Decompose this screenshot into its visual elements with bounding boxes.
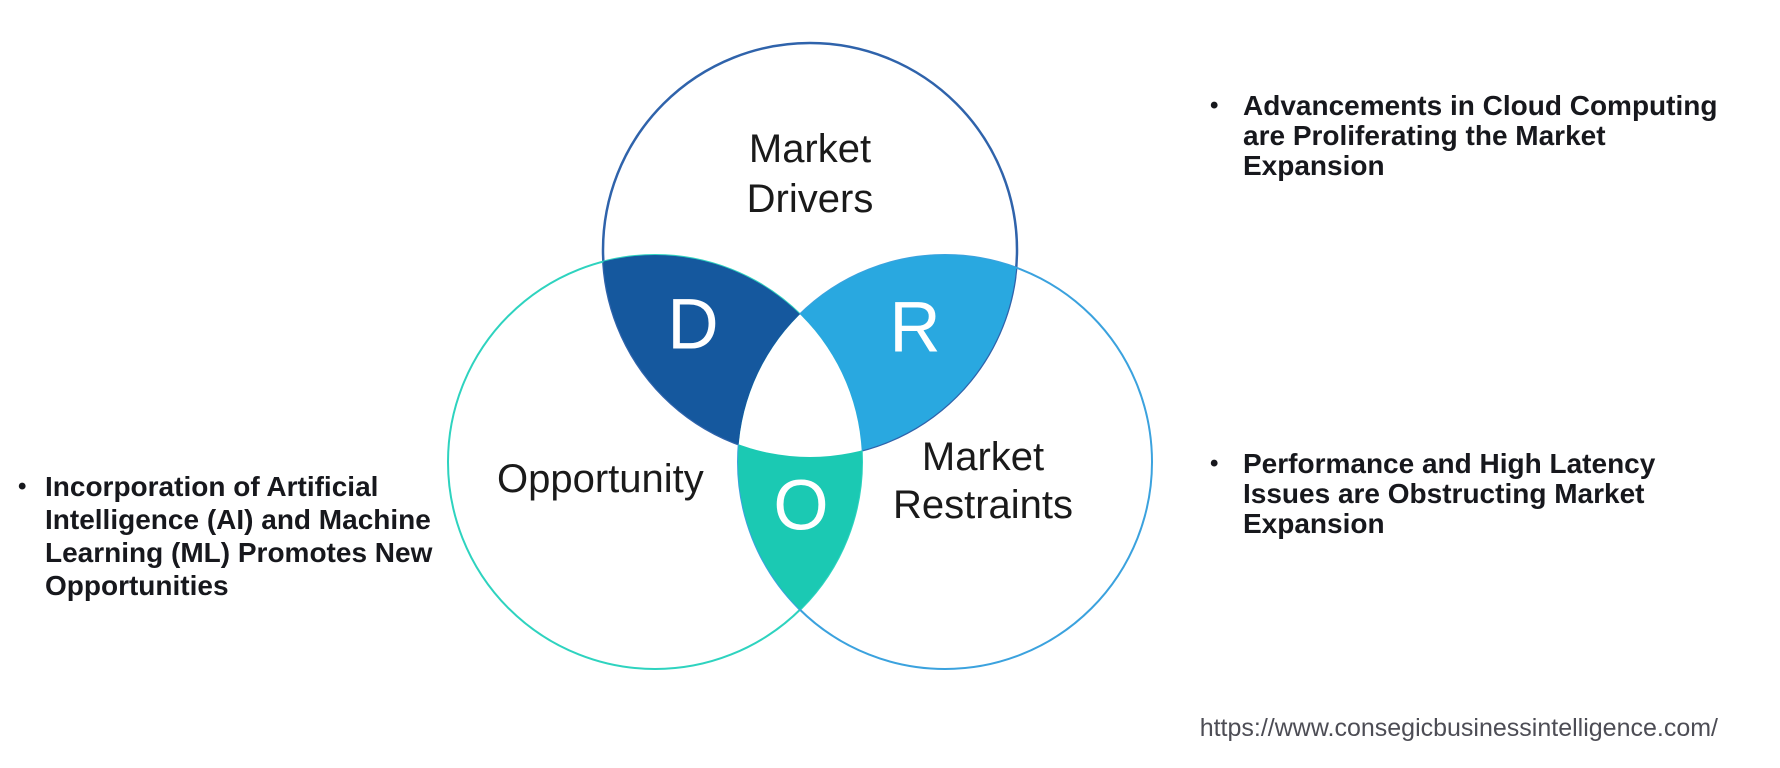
driver-bullet-text: Advancements in Cloud Computing are Prol…	[1243, 91, 1750, 181]
bullet-line: Advancements in Cloud Computing	[1243, 90, 1718, 121]
bullet-marker: •	[1210, 92, 1219, 119]
drivers-restraints-overlap	[738, 255, 1017, 457]
bullet-line: Expansion	[1243, 150, 1385, 181]
drivers-opportunity-overlap	[603, 255, 862, 457]
restraints-lens-letter: R	[889, 288, 941, 368]
restraints-label-line2: Restraints	[892, 483, 1074, 527]
bullet-line: Learning (ML) Promotes New	[45, 537, 433, 568]
opportunity-lens-letter: O	[773, 466, 829, 546]
drivers-label-line2: Drivers	[746, 177, 874, 221]
opportunity-bullet: • Incorporation of Artificial Intelligen…	[18, 470, 438, 602]
drivers-lens-letter: D	[667, 285, 719, 365]
restraint-bullet: • Performance and High Latency Issues ar…	[1210, 449, 1750, 539]
bullet-line: Expansion	[1243, 508, 1385, 539]
driver-bullet: • Advancements in Cloud Computing are Pr…	[1210, 91, 1750, 181]
opportunity-bullet-text: Incorporation of Artificial Intelligence…	[45, 470, 438, 602]
bullet-marker: •	[1210, 450, 1219, 477]
bullet-line: Incorporation of Artificial	[45, 471, 379, 502]
bullet-line: Issues are Obstructing Market	[1243, 478, 1645, 509]
opportunity-label: Opportunity	[497, 457, 704, 501]
restraint-bullet-text: Performance and High Latency Issues are …	[1243, 449, 1750, 539]
restraints-label: Market Restraints	[893, 433, 1073, 529]
bullet-line: Opportunities	[45, 570, 229, 601]
drivers-label: Market Drivers	[747, 124, 874, 224]
bullet-line: Intelligence (AI) and Machine	[45, 504, 431, 535]
restraints-label-line1: Market	[921, 435, 1045, 479]
bullet-line: are Proliferating the Market	[1243, 120, 1606, 151]
drivers-label-line1: Market	[748, 127, 872, 171]
bullet-line: Performance and High Latency	[1243, 448, 1656, 479]
source-url: https://www.consegicbusinessintelligence…	[1199, 714, 1718, 742]
bullet-marker: •	[18, 473, 27, 500]
